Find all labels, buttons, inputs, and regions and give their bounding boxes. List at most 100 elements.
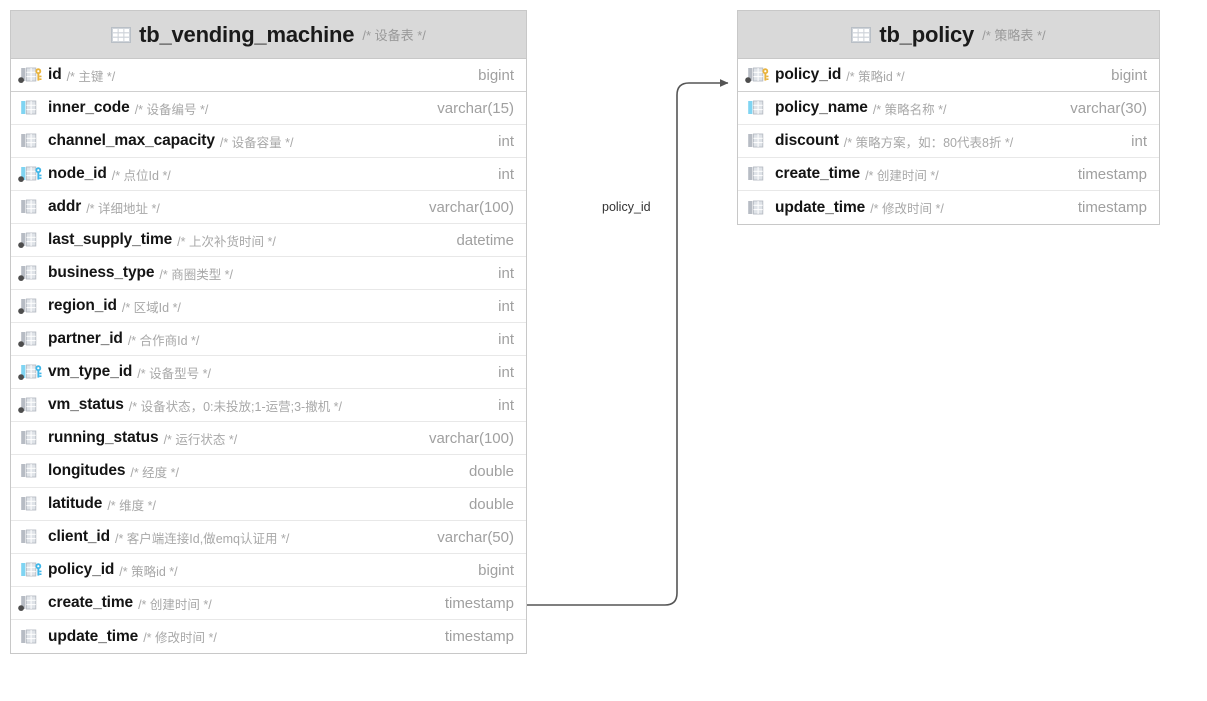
column-comment: /* 经度 */: [130, 465, 179, 480]
column-comment: /* 修改时间 */: [870, 202, 944, 216]
column-row-latitude[interactable]: latitude/* 维度 */ double: [11, 488, 526, 521]
column-comment: /* 设备容量 */: [219, 135, 294, 150]
column-row-client_id[interactable]: client_id/* 客户端连接Id,做emq认证用 */varchar(50…: [11, 521, 526, 554]
column-data-type: timestamp: [1077, 199, 1147, 216]
column-comment: /* 策略id */: [119, 564, 178, 579]
relation-label-policy-id: policy_id: [602, 200, 651, 214]
column-icon: [18, 462, 43, 480]
table-comment: /* 设备表 */: [362, 28, 426, 43]
column-name: last_supply_time: [48, 231, 173, 248]
column-row-region_id[interactable]: region_id/* 区域Id */int: [11, 290, 526, 323]
column-identity: create_time /* 创建时间 */: [745, 165, 1068, 184]
column-icon: [18, 628, 43, 646]
column-icon: [745, 199, 770, 217]
er-table-tb-vending-machine[interactable]: tb_vending_machine /* 设备表 */ id/* 主键 */b…: [10, 10, 527, 654]
column-row-channel_max_capacity[interactable]: channel_max_capacity/* 设备容量 */int: [11, 125, 526, 158]
column-identity: update_time/* 修改时间 */: [745, 198, 1068, 217]
column-icon: [745, 132, 770, 150]
column-data-type: int: [498, 264, 514, 282]
column-identity: node_id/* 点位Id */: [18, 165, 488, 184]
column-comment: /* 设备编号 */: [134, 102, 209, 117]
column-name: vm_status: [48, 396, 124, 413]
column-identity: discount/* 策略方案，如：80代表8折 */: [745, 132, 1121, 151]
column-name: longitudes: [48, 462, 126, 479]
column-comment: /* 上次补货时间 */: [177, 234, 276, 249]
column-row-last_supply_time[interactable]: last_supply_time/* 上次补货时间 */datetime: [11, 224, 526, 257]
column-comment: /* 修改时间 */: [143, 631, 217, 645]
column-row-update_time[interactable]: update_time/* 修改时间 */timestamp: [11, 620, 526, 653]
column-comment: /* 策略名称 */: [872, 102, 947, 117]
column-data-type: varchar(50): [437, 528, 514, 546]
column-row-partner_id[interactable]: partner_id/* 合作商Id */ int: [11, 323, 526, 356]
column-name: id: [48, 66, 62, 83]
column-row-longitudes[interactable]: longitudes/* 经度 */double: [11, 455, 526, 488]
not-null-column-icon: [18, 231, 43, 249]
column-name: addr: [48, 198, 82, 215]
column-data-type: double: [468, 495, 514, 513]
column-name: inner_code: [48, 99, 130, 116]
column-name: policy_id: [48, 561, 115, 578]
column-identity: vm_status /* 设备状态，0:未投放;1-运营;3-撤机 */: [18, 396, 488, 415]
column-data-type: bigint: [1111, 66, 1147, 84]
column-row-create_time[interactable]: create_time/* 创建时间 */timestamp: [738, 158, 1159, 191]
column-row-create_time[interactable]: create_time/* 创建时间 */timestamp: [11, 587, 526, 620]
column-row-discount[interactable]: discount/* 策略方案，如：80代表8折 */ int: [738, 125, 1159, 158]
column-icon: [745, 165, 770, 183]
column-row-policy_id[interactable]: policy_id/* 策略id */bigint: [738, 59, 1159, 92]
column-identity: create_time/* 创建时间 */: [18, 594, 435, 613]
column-comment: /* 策略方案，如：80代表8折 */: [843, 135, 1014, 150]
column-comment: /* 主键 */: [66, 69, 116, 84]
column-name: policy_name: [775, 99, 868, 116]
column-comment: /* 区域Id */: [121, 300, 181, 315]
indexed-column-icon: [18, 99, 43, 117]
column-comment: /* 创建时间 */: [865, 168, 939, 183]
column-comment: /* 运行状态 */: [163, 432, 238, 447]
not-null-column-icon: [18, 396, 43, 414]
table-icon: [851, 26, 872, 43]
column-row-inner_code[interactable]: inner_code/* 设备编号 */varchar(15): [11, 92, 526, 125]
column-icon: [18, 528, 43, 546]
column-comment: /* 详细地址 */: [86, 201, 160, 216]
column-comment: /* 维度 */: [107, 498, 156, 513]
column-name: policy_id: [775, 66, 842, 83]
column-comment: /* 商圈类型 */: [159, 267, 234, 282]
column-data-type: int: [498, 165, 514, 183]
column-row-policy_name[interactable]: policy_name/* 策略名称 */varchar(30): [738, 92, 1159, 125]
column-row-node_id[interactable]: node_id/* 点位Id */ int: [11, 158, 526, 191]
not-null-column-icon: [18, 297, 43, 315]
column-data-type: int: [1131, 132, 1147, 150]
column-identity: inner_code /* 设备编号 */: [18, 99, 427, 118]
column-data-type: int: [498, 330, 514, 348]
column-row-addr[interactable]: addr /* 详细地址 */ varchar(100): [11, 191, 526, 224]
column-data-type: bigint: [478, 561, 514, 579]
column-comment: /* 客户端连接Id,做emq认证用 */: [114, 531, 290, 546]
column-row-vm_type_id[interactable]: vm_type_id/* 设备型号 */int: [11, 356, 526, 389]
column-row-vm_status[interactable]: vm_status/* 设备状态，0:未投放;1-运营;3-撤机 */int: [11, 389, 526, 422]
column-comment: /* 设备型号 */: [137, 366, 211, 381]
column-row-business_type[interactable]: business_type/* 商圈类型 */ int: [11, 257, 526, 290]
column-name: create_time: [775, 165, 861, 182]
column-row-update_time[interactable]: update_time/* 修改时间 */ timestamp: [738, 191, 1159, 224]
column-icon: [18, 132, 43, 150]
column-data-type: timestamp: [444, 628, 514, 645]
column-name: vm_type_id: [48, 363, 133, 380]
not-null-column-icon: [18, 330, 43, 348]
column-data-type: varchar(100): [428, 198, 514, 216]
column-identity: latitude/* 维度 */: [18, 495, 459, 514]
column-identity: business_type/* 商圈类型 */: [18, 264, 488, 283]
table-header-tb-policy: tb_policy /* 策略表 */: [738, 11, 1159, 59]
column-identity: partner_id/* 合作商Id */: [18, 330, 488, 349]
column-row-policy_id[interactable]: policy_id /* 策略id */ bigint: [11, 554, 526, 587]
column-row-id[interactable]: id/* 主键 */bigint: [11, 59, 526, 92]
column-comment: /* 设备状态，0:未投放;1-运营;3-撤机 */: [128, 399, 343, 414]
column-comment: /* 创建时间 */: [138, 597, 212, 612]
column-identity: longitudes /* 经度 */: [18, 462, 459, 481]
column-row-running_status[interactable]: running_status/* 运行状态 */varchar(100): [11, 422, 526, 455]
primary-key-icon: [18, 66, 43, 84]
relation-path-policy-id: [527, 79, 729, 606]
not-null-column-icon: [18, 594, 43, 612]
table-comment: /* 策略表 */: [982, 28, 1046, 43]
er-table-tb-policy[interactable]: tb_policy /* 策略表 */ policy_id/* 策略id */b…: [737, 10, 1160, 225]
column-data-type: int: [498, 132, 514, 150]
column-comment: /* 点位Id */: [111, 168, 171, 183]
